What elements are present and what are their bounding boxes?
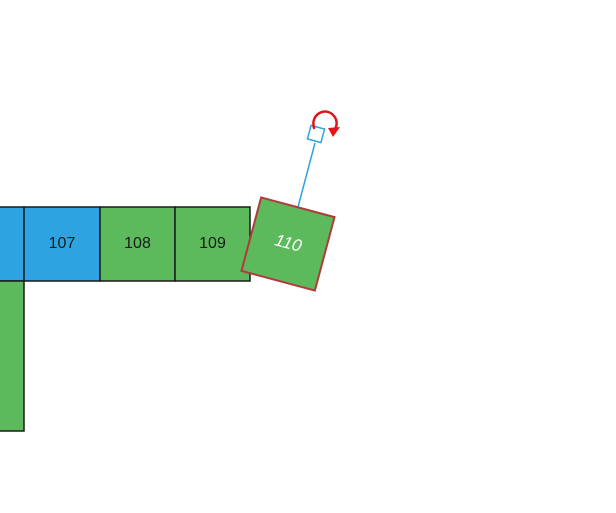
cell-108-shape (99, 206, 176, 282)
cell-110-selected[interactable]: 110 (240, 196, 336, 292)
cell-107-shape (23, 206, 101, 282)
cell-109[interactable]: 109 (174, 206, 251, 282)
rotate-arrow-icon[interactable] (312, 110, 340, 137)
cell-107-label: 107 (49, 235, 76, 252)
rotation-handle-square[interactable] (306, 124, 326, 144)
cell-partial-top[interactable]: 6 (0, 206, 25, 282)
cell-110-shape (240, 196, 336, 292)
cell-108[interactable]: 108 (99, 206, 176, 282)
cell-109-shape (174, 206, 251, 282)
rotation-handle-line (297, 142, 316, 208)
cell-partial-top-shape (0, 206, 25, 282)
cell-108-label: 108 (124, 235, 151, 252)
cell-partial-below[interactable]: 5 (0, 280, 25, 432)
cell-109-label: 109 (199, 235, 226, 252)
cell-partial-below-shape (0, 280, 25, 432)
cell-107[interactable]: 107 (23, 206, 101, 282)
